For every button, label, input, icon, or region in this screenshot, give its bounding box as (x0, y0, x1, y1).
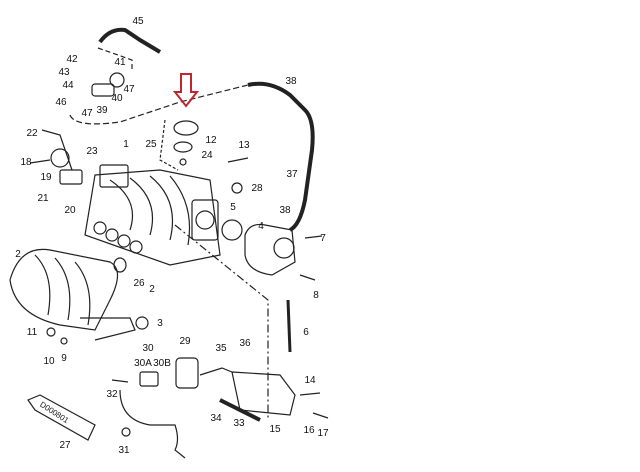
callout-17: 17 (317, 428, 329, 439)
callout-10: 10 (43, 356, 55, 367)
callout-18: 18 (20, 157, 32, 168)
callout-30b: 30B (153, 358, 171, 369)
callout-37: 37 (286, 169, 298, 180)
callout-32: 32 (106, 389, 118, 400)
callout-13: 13 (238, 140, 250, 151)
callout-6: 6 (303, 327, 309, 338)
callout-5: 5 (230, 202, 236, 213)
callout-31: 31 (118, 445, 130, 456)
callout-47b: 47 (81, 108, 93, 119)
callout-38: 38 (285, 76, 297, 87)
callout-23: 23 (86, 146, 98, 157)
callout-2: 2 (15, 249, 21, 260)
callout-1: 1 (123, 139, 129, 150)
callout-36: 36 (239, 338, 251, 349)
callout-42: 42 (66, 54, 78, 65)
callout-39: 39 (96, 105, 108, 116)
dashed-centerline (174, 224, 269, 420)
callout-14: 14 (304, 375, 316, 386)
dashed-line (69, 84, 249, 125)
callout-3: 3 (157, 318, 163, 329)
callout-46: 46 (55, 97, 67, 108)
callout-12: 12 (205, 135, 217, 146)
callout-34: 34 (210, 413, 222, 424)
callout-35: 35 (215, 343, 227, 354)
callout-15: 15 (269, 424, 281, 435)
callout-38b: 38 (279, 205, 291, 216)
callout-21: 21 (37, 193, 49, 204)
callout-43: 43 (58, 67, 70, 78)
callout-47: 47 (123, 84, 135, 95)
callout-44: 44 (62, 80, 74, 91)
callout-26: 26 (133, 278, 145, 289)
callout-29: 29 (179, 336, 191, 347)
callout-19: 19 (40, 172, 52, 183)
callout-27: 27 (59, 440, 71, 451)
callout-45: 45 (132, 16, 144, 27)
callout-25: 25 (145, 139, 157, 150)
callout-30: 30 (142, 343, 154, 354)
callout-9: 9 (61, 353, 67, 364)
callout-30a: 30A (134, 358, 152, 369)
callout-20: 20 (64, 205, 76, 216)
callout-2b: 2 (149, 284, 155, 295)
callout-33: 33 (233, 418, 245, 429)
callout-28: 28 (251, 183, 263, 194)
callout-8: 8 (313, 290, 319, 301)
callout-11: 11 (26, 327, 38, 338)
callout-4: 4 (258, 221, 264, 232)
callout-22: 22 (26, 128, 38, 139)
callout-41: 41 (114, 57, 126, 68)
callout-7: 7 (320, 233, 326, 244)
callout-40: 40 (111, 93, 123, 104)
callout-24: 24 (201, 150, 213, 161)
callout-16: 16 (303, 425, 315, 436)
